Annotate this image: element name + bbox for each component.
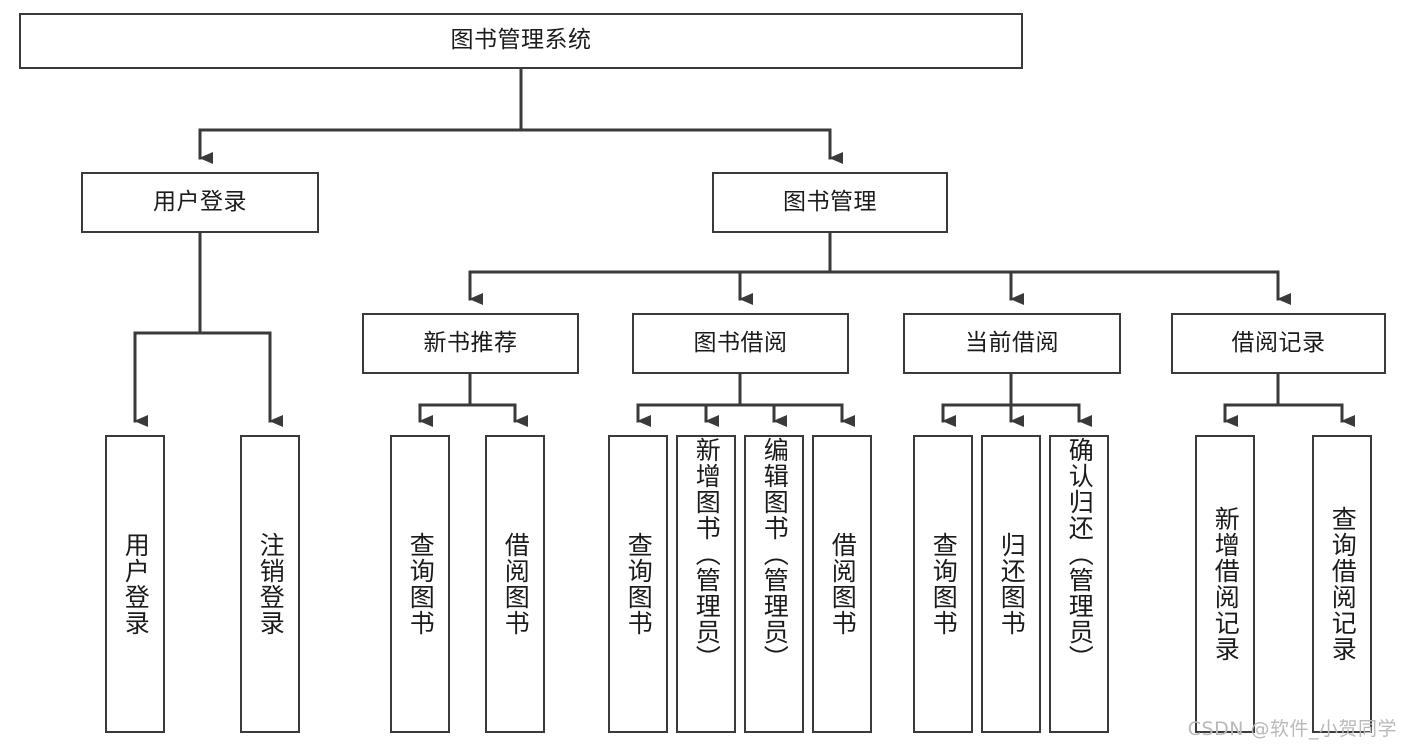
leaf-logout[interactable]: 注销登录 [240, 435, 300, 733]
leaf-edit-book[interactable]: 编辑图书（管理员） [744, 435, 804, 733]
leaf-borrow-book-1-label: 借阅图书 [501, 532, 531, 636]
leaf-return-book-label: 归还图书 [997, 532, 1027, 636]
leaf-confirm-return-label: 确认归还（管理员） [1065, 437, 1095, 671]
node-current-borrow[interactable]: 当前借阅 [903, 313, 1121, 374]
node-borrow-record[interactable]: 借阅记录 [1171, 313, 1386, 374]
leaf-borrow-book-1[interactable]: 借阅图书 [485, 435, 545, 733]
leaf-borrow-book-2-label: 借阅图书 [828, 532, 858, 636]
leaf-user-login[interactable]: 用户登录 [105, 435, 165, 733]
leaf-add-book[interactable]: 新增图书（管理员） [676, 435, 736, 733]
node-book-management[interactable]: 图书管理 [712, 172, 948, 233]
leaf-confirm-return[interactable]: 确认归还（管理员） [1049, 435, 1109, 733]
leaf-query-book-2[interactable]: 查询图书 [608, 435, 668, 733]
node-book-borrow-label: 图书借阅 [693, 329, 788, 356]
node-new-book-recommend-label: 新书推荐 [423, 329, 518, 356]
leaf-add-borrow-record[interactable]: 新增借阅记录 [1195, 435, 1255, 733]
leaf-add-book-label: 新增图书（管理员） [692, 437, 722, 671]
leaf-edit-book-label: 编辑图书（管理员） [760, 437, 790, 671]
leaf-add-borrow-record-label: 新增借阅记录 [1211, 506, 1241, 662]
leaf-return-book[interactable]: 归还图书 [981, 435, 1041, 733]
watermark: CSDN @软件_小贺同学 [1187, 718, 1397, 740]
leaf-query-borrow-record-label: 查询借阅记录 [1328, 506, 1358, 662]
node-book-management-label: 图书管理 [783, 188, 877, 215]
leaf-query-book-3-label: 查询图书 [929, 532, 959, 636]
node-root[interactable]: 图书管理系统 [19, 13, 1023, 69]
leaf-query-book-1-label: 查询图书 [406, 532, 436, 636]
node-user-login[interactable]: 用户登录 [81, 172, 319, 233]
leaf-user-login-label: 用户登录 [121, 532, 151, 636]
node-root-label: 图书管理系统 [450, 27, 592, 54]
leaf-query-book-2-label: 查询图书 [624, 532, 654, 636]
node-borrow-record-label: 借阅记录 [1231, 329, 1326, 356]
node-current-borrow-label: 当前借阅 [965, 329, 1059, 356]
leaf-query-borrow-record[interactable]: 查询借阅记录 [1312, 435, 1372, 733]
leaf-borrow-book-2[interactable]: 借阅图书 [812, 435, 872, 733]
leaf-logout-label: 注销登录 [256, 532, 286, 636]
node-new-book-recommend[interactable]: 新书推荐 [362, 313, 579, 374]
leaf-query-book-1[interactable]: 查询图书 [390, 435, 450, 733]
leaf-query-book-3[interactable]: 查询图书 [913, 435, 973, 733]
node-user-login-label: 用户登录 [153, 188, 247, 215]
node-book-borrow[interactable]: 图书借阅 [632, 313, 849, 374]
